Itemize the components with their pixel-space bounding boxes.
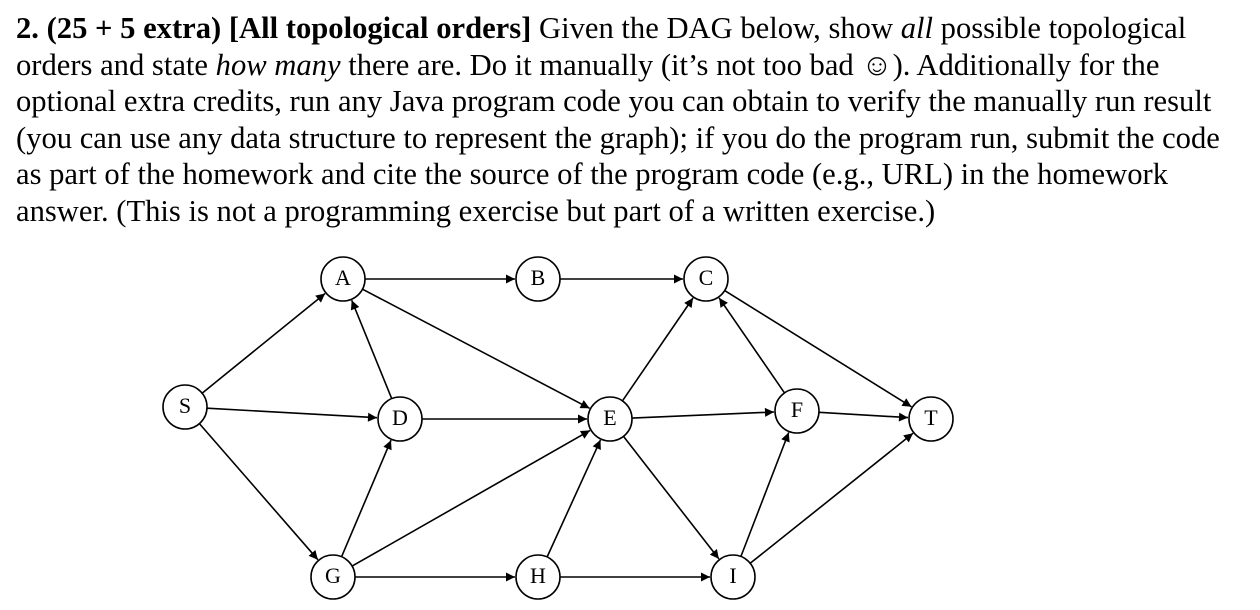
edge-i-to-t bbox=[749, 432, 914, 564]
node-t: T bbox=[908, 396, 954, 442]
edge-f-to-c bbox=[718, 297, 786, 394]
edge-e-to-i bbox=[622, 435, 720, 560]
edge-g-to-e bbox=[351, 429, 591, 567]
node-c: C bbox=[683, 256, 729, 302]
node-label-a: A bbox=[335, 265, 351, 290]
node-circle-s bbox=[162, 384, 208, 430]
node-circle-a bbox=[320, 256, 366, 302]
edges bbox=[198, 274, 914, 582]
edge-c-to-t bbox=[724, 289, 912, 408]
node-a: A bbox=[320, 256, 366, 302]
node-f: F bbox=[774, 388, 820, 434]
node-i: I bbox=[710, 554, 756, 600]
node-circle-d bbox=[377, 396, 423, 442]
node-circle-g bbox=[310, 554, 356, 600]
problem-number: 2. bbox=[16, 11, 39, 45]
node-s: S bbox=[162, 384, 208, 430]
edge-g-to-d bbox=[340, 439, 392, 558]
edge-s-to-d bbox=[206, 407, 378, 422]
problem-text-part-2: possible topological orders and state bbox=[16, 11, 1187, 82]
node-e: E bbox=[587, 396, 633, 442]
node-circle-h bbox=[515, 554, 561, 600]
emphasis-how-many: how many bbox=[215, 47, 341, 82]
edge-i-to-f bbox=[740, 432, 790, 557]
problem-text-part-1: Given the DAG below, show bbox=[531, 11, 901, 45]
node-label-s: S bbox=[179, 393, 191, 418]
edge-f-to-t bbox=[818, 411, 909, 422]
edge-s-to-a bbox=[201, 292, 326, 394]
node-circle-e bbox=[587, 396, 633, 442]
node-circle-c bbox=[683, 256, 729, 302]
node-label-b: B bbox=[531, 265, 546, 290]
problem-statement: 2. (25 + 5 extra) [All topological order… bbox=[16, 10, 1252, 230]
node-label-g: G bbox=[325, 563, 341, 588]
node-circle-t bbox=[908, 396, 954, 442]
emphasis-all: all bbox=[900, 11, 933, 45]
edge-e-to-c bbox=[621, 297, 694, 402]
node-b: B bbox=[515, 256, 561, 302]
node-label-e: E bbox=[603, 405, 616, 430]
node-g: G bbox=[310, 554, 356, 600]
edge-e-to-f bbox=[631, 407, 775, 419]
problem-points: (25 + 5 extra) bbox=[46, 11, 222, 45]
node-label-d: D bbox=[392, 405, 408, 430]
edge-s-to-g bbox=[198, 423, 319, 561]
node-d: D bbox=[377, 396, 423, 442]
nodes: S A B C D E F T G H I bbox=[162, 256, 954, 600]
node-label-i: I bbox=[729, 563, 736, 588]
node-label-c: C bbox=[699, 265, 714, 290]
problem-text-part-3: there are. Do it manually (it’s not too … bbox=[16, 47, 1220, 228]
edge-d-to-a bbox=[350, 299, 393, 399]
node-label-h: H bbox=[530, 563, 546, 588]
node-circle-f bbox=[774, 388, 820, 434]
edge-h-to-e bbox=[546, 439, 602, 558]
node-h: H bbox=[515, 554, 561, 600]
node-label-f: F bbox=[791, 397, 803, 422]
node-label-t: T bbox=[924, 405, 938, 430]
node-circle-i bbox=[710, 554, 756, 600]
node-circle-b bbox=[515, 256, 561, 302]
edge-a-to-e bbox=[362, 288, 590, 410]
problem-topic: [All topological orders] bbox=[228, 11, 532, 45]
